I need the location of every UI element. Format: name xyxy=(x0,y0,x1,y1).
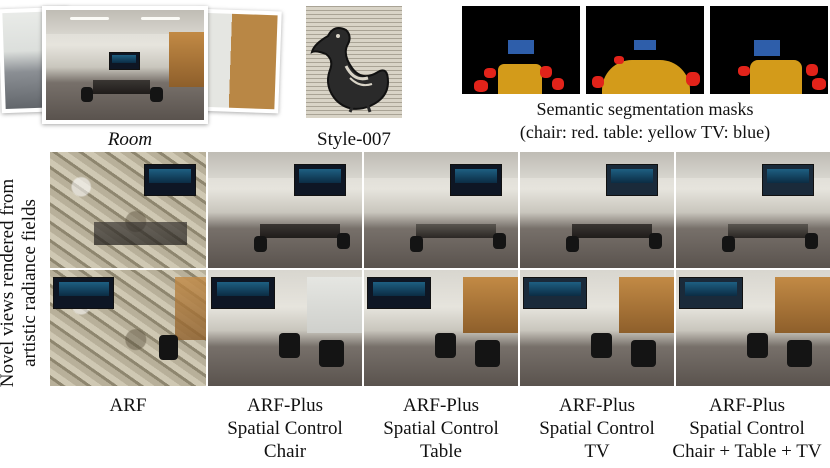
render-arf-view-2 xyxy=(50,270,206,386)
render-chair-view-2 xyxy=(208,270,362,386)
render-all-view-2 xyxy=(676,270,830,386)
side-label-line-1: Novel views rendered from xyxy=(0,178,18,388)
mask-image-1 xyxy=(462,6,580,94)
mask-image-3 xyxy=(710,6,828,94)
render-all-view-1 xyxy=(676,152,830,268)
style-caption: Style-007 xyxy=(317,129,391,150)
mask-caption: Semantic segmentation masks (chair: red.… xyxy=(462,98,828,144)
column-caption-chair: ARF-Plus Spatial Control Chair xyxy=(227,395,343,462)
render-table-view-1 xyxy=(364,152,518,268)
room-photo-stack xyxy=(0,0,282,128)
side-label: Novel views rendered from artistic radia… xyxy=(0,163,47,403)
mask-caption-line-2: (chair: red. table: yellow TV: blue) xyxy=(519,122,771,142)
render-arf-view-1 xyxy=(50,152,206,268)
side-label-line-2: artistic radiance fields xyxy=(19,199,40,367)
render-chair-view-1 xyxy=(208,152,362,268)
render-table-view-2 xyxy=(364,270,518,386)
column-caption-tv: ARF-Plus Spatial Control TV xyxy=(539,395,655,462)
room-photo-front xyxy=(42,6,208,124)
room-caption: Room xyxy=(107,129,153,150)
render-tv-view-2 xyxy=(520,270,674,386)
style-image xyxy=(306,6,402,118)
duck-mosaic-icon xyxy=(310,27,390,113)
mask-caption-line-1: Semantic segmentation masks xyxy=(536,99,754,119)
mask-image-2 xyxy=(586,6,704,94)
column-caption-all: ARF-Plus Spatial Control Chair + Table +… xyxy=(672,395,822,462)
column-caption-table: ARF-Plus Spatial Control Table xyxy=(383,395,499,462)
render-tv-view-1 xyxy=(520,152,674,268)
column-caption-arf: ARF xyxy=(109,395,147,416)
